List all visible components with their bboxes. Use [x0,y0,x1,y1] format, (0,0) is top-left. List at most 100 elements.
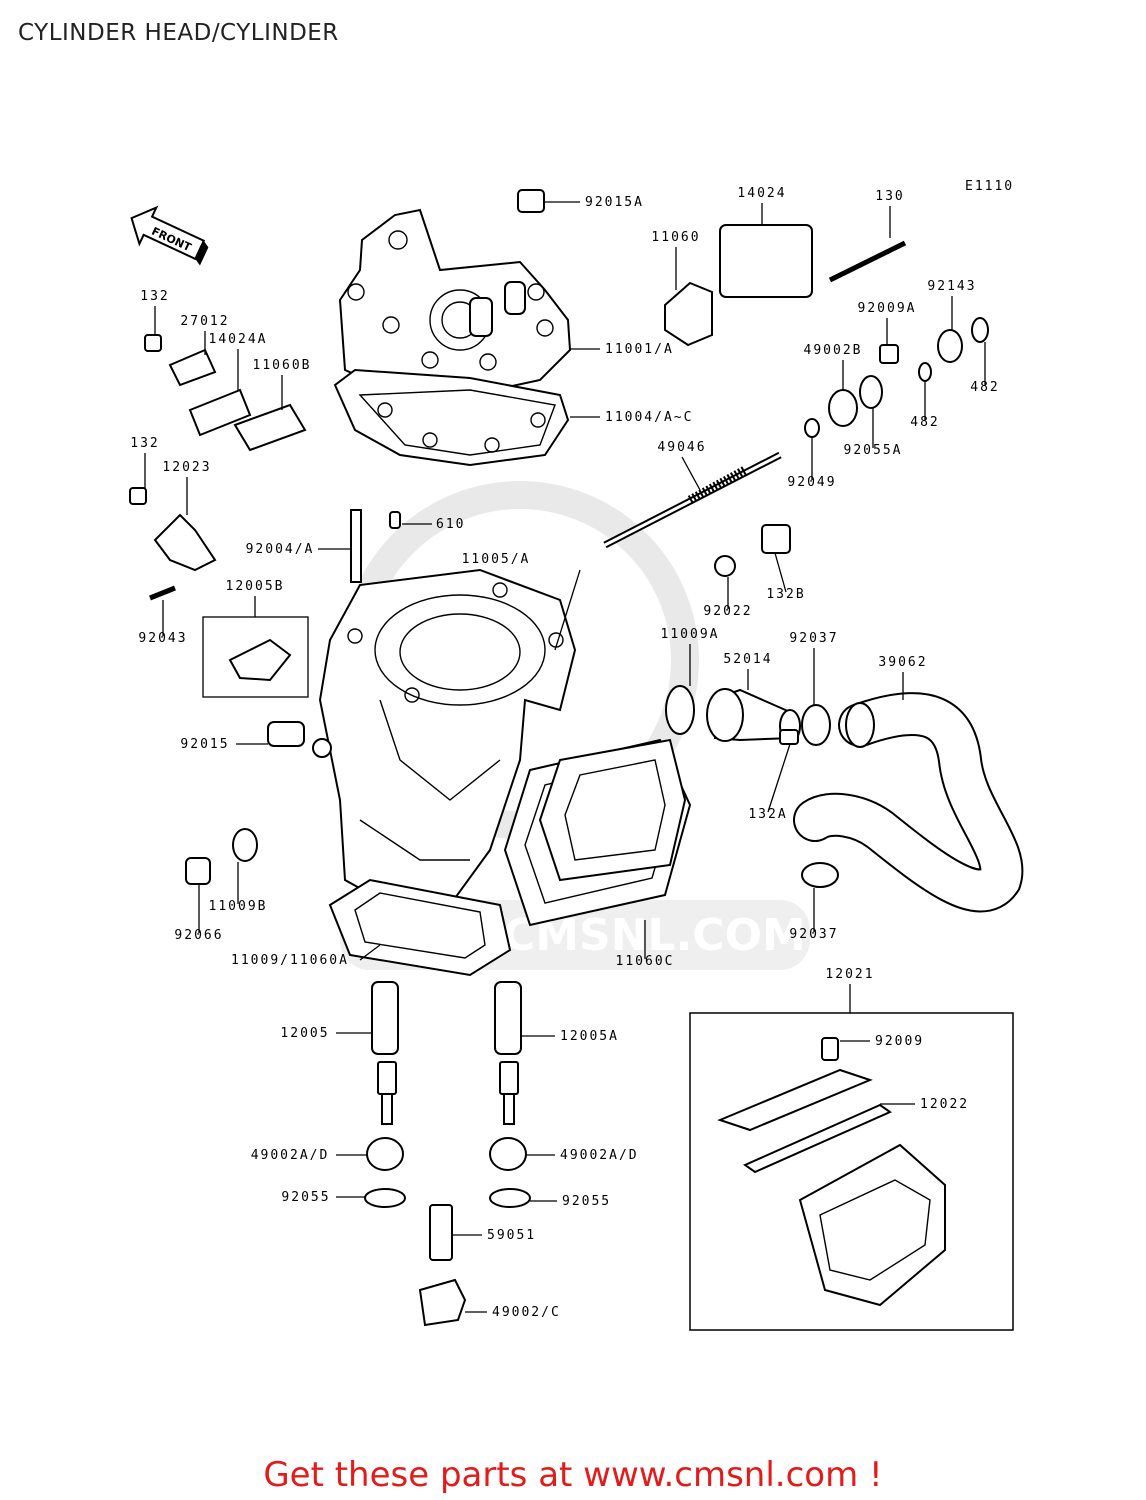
part-number-label: 52014 [723,652,772,667]
part-number-label: 11004/A~C [605,410,693,425]
part-number-label: 11009B [209,899,268,914]
part-number-label: 59051 [487,1228,536,1243]
part-number-label: 11001/A [605,342,674,357]
part-number-label: 92037 [789,927,838,942]
cover-14024-drawing [719,224,813,298]
washer-92022-drawing [714,555,736,577]
figure-code: E1110 [965,179,1014,194]
bolt-132b-drawing [761,524,791,554]
part-number-label: 132B [766,587,805,602]
valve-12005-drawing [371,981,399,1125]
part-number-label: 92055A [844,443,903,458]
part-number-label: 49002A/D [560,1148,639,1163]
hose-clamp-lower-drawing [801,862,839,888]
gear-59051-drawing [429,1204,453,1261]
cylinder-body-drawing [312,568,577,906]
collar-92143-drawing [937,329,963,363]
bushing-49002c-drawing [418,1278,467,1327]
bolt-132-lower-drawing [129,487,147,505]
gasket-11060-drawing [664,281,713,347]
head-gasket-drawing [333,368,570,467]
bolt-132a-drawing [779,729,799,745]
part-number-label: 132 [130,436,159,451]
stud-drawing [350,509,362,583]
part-number-label: 132 [140,289,169,304]
part-number-label: 92009A [858,301,917,316]
part-number-label: 12021 [825,967,874,982]
part-number-label: 11060C [616,954,675,969]
part-number-label: 92037 [789,631,838,646]
bolt-130-drawing [828,240,907,283]
part-number-label: 482 [910,415,939,430]
footer-link[interactable]: Get these parts at www.cmsnl.com ! [263,1455,883,1495]
detail-box-12021 [689,1012,1014,1331]
washer-11009b-drawing [232,828,258,862]
part-number-label: 92009 [875,1034,924,1049]
plate-14024a-drawing [188,388,252,437]
part-number-label: 92043 [138,631,187,646]
part-number-label: 49002/C [492,1305,561,1320]
part-number-label: 11060B [253,358,312,373]
oring-92049-drawing [804,418,820,438]
front-arrow-icon: FRONT [130,205,209,266]
part-number-label: 92049 [787,475,836,490]
part-number-label: 92004/A [246,542,315,557]
part-number-label: 39062 [878,655,927,670]
part-number-label: 92015 [180,737,229,752]
gasket-11009a-drawing [665,685,695,735]
part-number-label: 12023 [162,460,211,475]
bolt-92009a-drawing [879,344,899,364]
part-number-label: 92055 [281,1190,330,1205]
hose-clamp-upper-drawing [801,704,831,746]
part-number-label: 482 [970,380,999,395]
valve-12005b-drawing [228,638,292,682]
reed-valve-assembly-drawing [717,1037,946,1307]
leader-line [681,456,701,491]
bushing-right-drawing [489,1137,527,1171]
gasket-11060b-drawing [233,403,307,452]
leader-line [774,552,787,593]
leader-line [767,743,791,813]
water-hose-drawing [793,692,1024,913]
circlip-482-drawing [971,317,989,343]
valve-12005a-drawing [494,981,522,1125]
part-number-label: 130 [875,189,904,204]
part-number-label: 12022 [920,1097,969,1112]
part-number-label: 49002B [804,343,863,358]
exhaust-valve-rod-drawing [603,451,782,549]
part-number-label: 49002A/D [251,1148,330,1163]
leader-line [359,944,381,961]
part-number-label: 92015A [585,195,644,210]
part-number-label: 11009A [661,627,720,642]
exploded-parts-diagram: WWW.CMSNL.COM FRONT E1110 [129,179,1024,1331]
part-number-label: 11060 [651,230,700,245]
base-gasket-drawing [328,878,512,977]
bolt-132-upper-drawing [144,334,162,352]
part-number-label: 14024 [737,186,786,201]
part-number-label: 92066 [174,928,223,943]
nut-92015-drawing [267,721,305,747]
part-number-label: 14024A [209,332,268,347]
part-number-label: 92143 [927,279,976,294]
pin-drawing [389,511,401,529]
part-number-label: 92022 [703,604,752,619]
part-number-label: 12005B [226,579,285,594]
bracket-12023-drawing [153,513,217,572]
page-title: CYLINDER HEAD/CYLINDER [18,20,339,46]
leader-line [554,569,581,651]
part-number-label: 92055 [562,1194,611,1209]
part-number-label: 11009/11060A [231,953,349,968]
bushing-49002b-drawing [828,389,858,427]
bushing-left-drawing [366,1137,404,1171]
part-number-label: 11005/A [462,552,531,567]
cylinder-head-drawing [338,189,572,397]
part-number-label: 12005A [560,1029,619,1044]
oring-right-drawing [489,1188,531,1208]
part-number-label: 49046 [657,440,706,455]
part-number-label: 12005 [280,1026,329,1041]
pin-92043-drawing [149,585,176,601]
part-number-label: 132A [748,807,787,822]
reed-gasket-drawing [503,738,692,927]
